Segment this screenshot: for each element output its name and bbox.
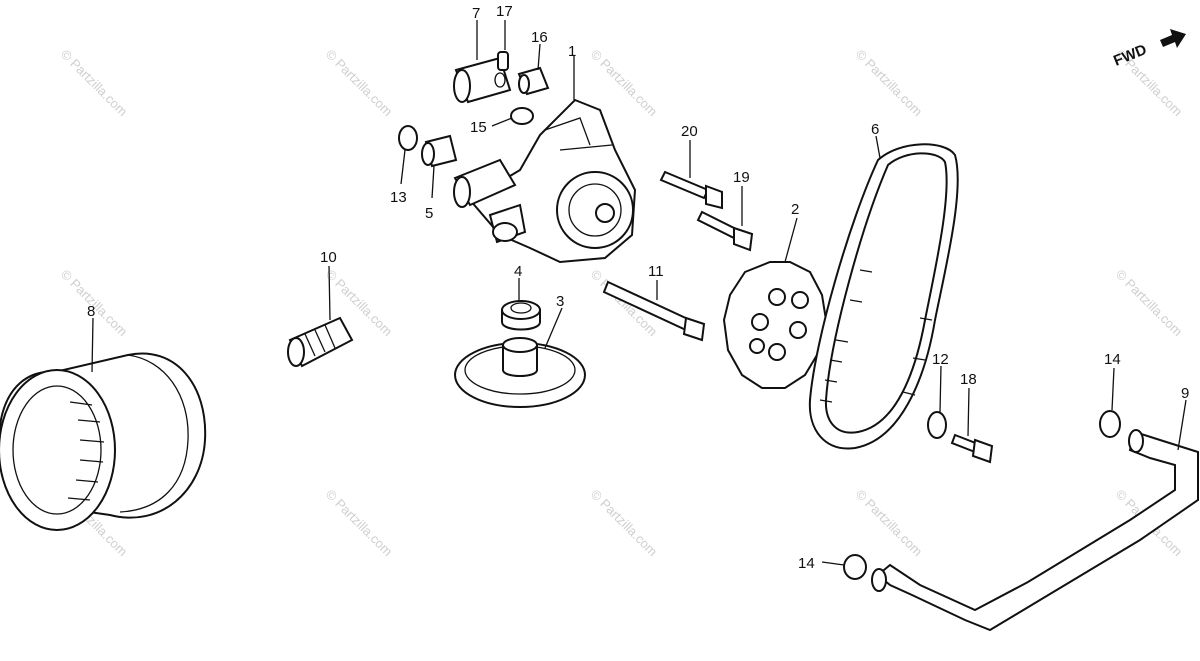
callout-10: 10 bbox=[320, 249, 337, 266]
o-ring-part bbox=[510, 107, 534, 125]
callout-16: 16 bbox=[531, 29, 548, 46]
o-ring-part bbox=[843, 554, 867, 580]
bolt-part bbox=[696, 210, 754, 252]
dowel-pin-part bbox=[421, 134, 458, 168]
dowel-pin-part bbox=[517, 66, 550, 96]
callout-4: 4 bbox=[514, 263, 522, 280]
callout-12: 12 bbox=[932, 351, 949, 368]
leader-lines bbox=[91, 20, 1187, 566]
watermark: © Partzilla.com bbox=[58, 47, 131, 120]
callout-18: 18 bbox=[960, 371, 977, 388]
callout-13: 13 bbox=[390, 189, 407, 206]
callout-11: 11 bbox=[648, 263, 664, 280]
bolt-part bbox=[659, 170, 723, 210]
callout-1: 1 bbox=[568, 43, 576, 60]
oil-pump-assembly-part bbox=[453, 98, 637, 264]
watermark: © Partzilla.com bbox=[853, 487, 926, 560]
oil-pipe-part bbox=[871, 429, 1199, 632]
watermark: © Partzilla.com bbox=[588, 487, 661, 560]
callout-6: 6 bbox=[871, 121, 879, 138]
oil-filter-part bbox=[0, 352, 207, 531]
watermark: © Partzilla.com bbox=[588, 47, 661, 120]
callout-14: 14 bbox=[1104, 351, 1121, 368]
callout-9: 9 bbox=[1181, 385, 1189, 402]
washer-part bbox=[927, 411, 947, 439]
bolt-part bbox=[950, 433, 994, 464]
forward-direction-indicator: FWD bbox=[1111, 29, 1186, 70]
watermark: © Partzilla.com bbox=[1113, 267, 1186, 340]
callout-8: 8 bbox=[87, 303, 95, 320]
callout-14: 14 bbox=[798, 555, 815, 572]
pump-collar-part bbox=[453, 56, 512, 104]
callout-20: 20 bbox=[681, 123, 698, 140]
watermark: © Partzilla.com bbox=[323, 47, 396, 120]
o-ring-part bbox=[398, 125, 418, 151]
callout-3: 3 bbox=[556, 293, 564, 310]
callout-15: 15 bbox=[470, 119, 487, 136]
watermark: © Partzilla.com bbox=[323, 487, 396, 560]
pin-part bbox=[497, 51, 509, 71]
oil-joint-part bbox=[287, 316, 354, 368]
oil-strainer-part bbox=[454, 337, 586, 408]
watermark-layer: © Partzilla.com © Partzilla.com © Partzi… bbox=[58, 47, 1186, 560]
callout-7: 7 bbox=[472, 5, 480, 22]
callout-17: 17 bbox=[496, 3, 513, 20]
callout-2: 2 bbox=[791, 201, 799, 218]
bolt-part bbox=[602, 280, 706, 342]
fwd-arrow-icon bbox=[1160, 29, 1186, 48]
watermark: © Partzilla.com bbox=[853, 47, 926, 120]
callout-19: 19 bbox=[733, 169, 750, 186]
callout-labels: 1 2 3 4 5 6 7 8 9 10 11 12 13 14 14 15 1… bbox=[87, 3, 1189, 572]
pump-drive-chain-part bbox=[808, 143, 959, 450]
callout-5: 5 bbox=[425, 205, 433, 222]
o-ring-part bbox=[1099, 410, 1121, 438]
pump-drive-sprocket-part bbox=[722, 261, 828, 389]
strainer-seal-part bbox=[501, 300, 541, 331]
